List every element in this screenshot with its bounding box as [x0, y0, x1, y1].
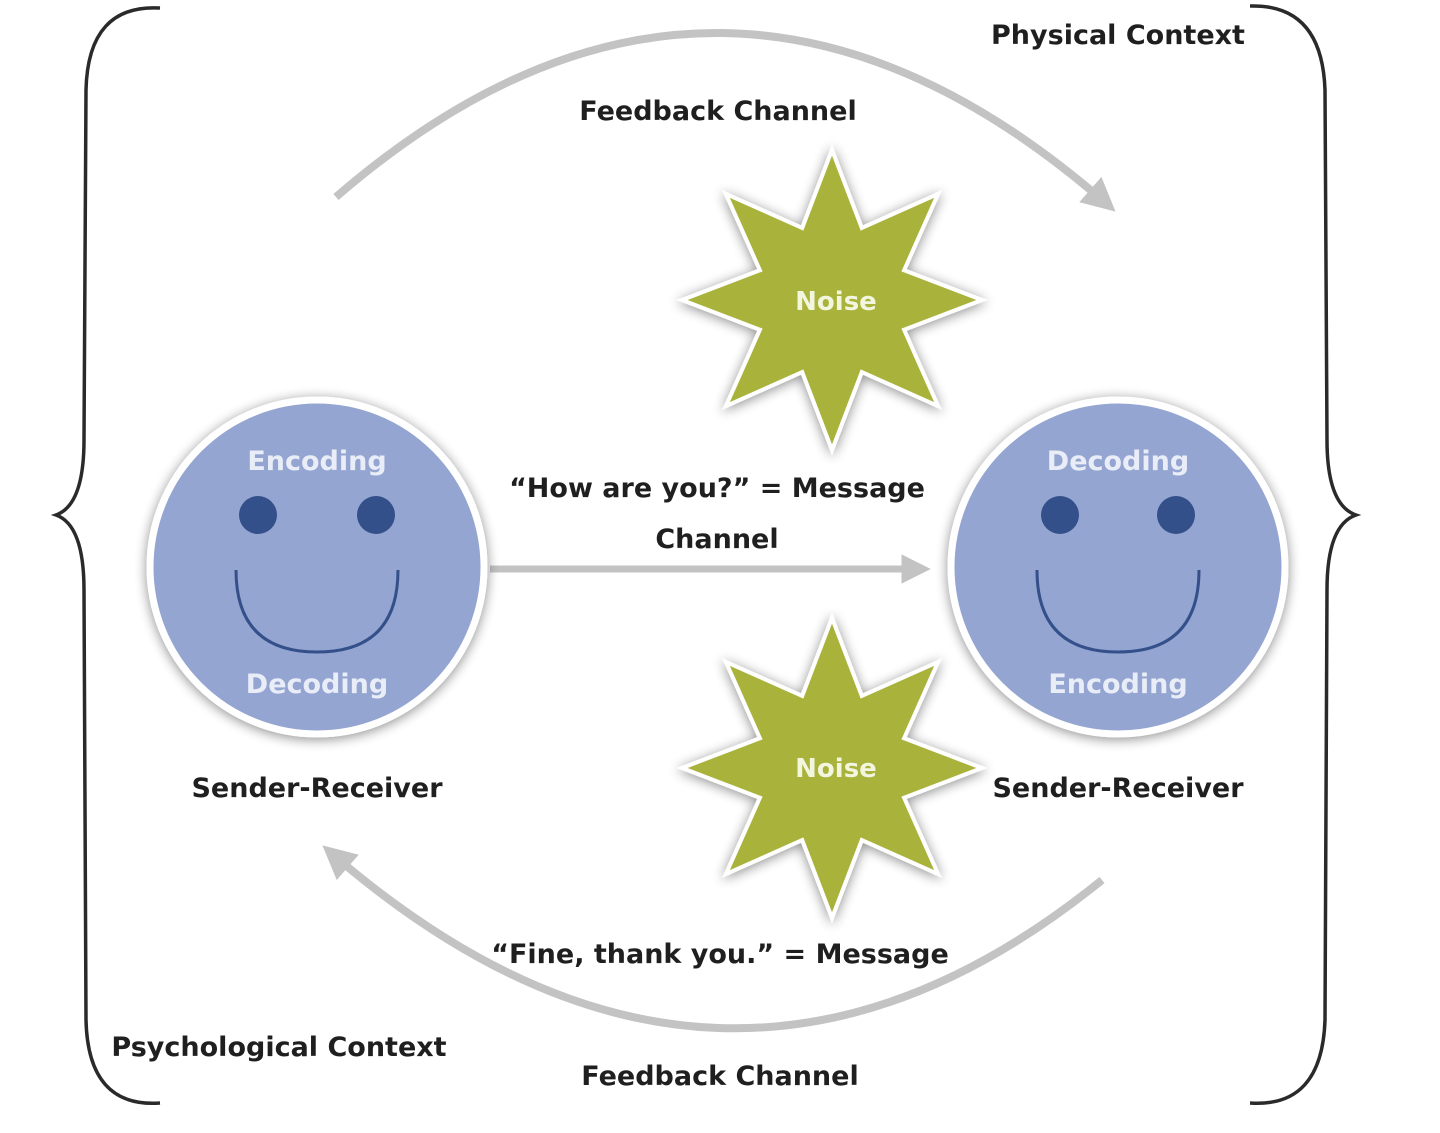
smile [1035, 569, 1201, 654]
noise-bottom-label: Noise [795, 754, 877, 784]
left-sender-receiver-face [146, 396, 488, 738]
left-eye [1041, 496, 1079, 534]
right-sender-receiver-caption: Sender-Receiver [992, 773, 1244, 804]
right-eye [1157, 496, 1195, 534]
left-face-bottom-label: Decoding [246, 669, 388, 700]
psychological-context-label: Psychological Context [111, 1032, 446, 1063]
right-eye [357, 496, 395, 534]
left-eye [239, 496, 277, 534]
physical-context-label: Physical Context [991, 20, 1245, 51]
left-context-bracket [50, 6, 161, 1105]
bottom-feedback-arrow [322, 845, 1105, 1033]
feedback-channel-top-label: Feedback Channel [579, 96, 856, 127]
noise-star-top [676, 144, 988, 456]
noise-top-label: Noise [795, 287, 877, 317]
right-context-bracket [1249, 4, 1362, 1105]
message-1-label: “How are you?” = Message [509, 473, 925, 504]
left-face-top-label: Encoding [247, 446, 386, 477]
noise-star-bottom [676, 612, 988, 924]
message-2-label: “Fine, thank you.” = Message [491, 939, 949, 970]
feedback-channel-bottom-label: Feedback Channel [581, 1061, 858, 1092]
right-face-bottom-label: Encoding [1048, 669, 1187, 700]
channel-label: Channel [655, 524, 778, 555]
right-face-top-label: Decoding [1047, 446, 1189, 477]
top-feedback-arrow [333, 29, 1116, 212]
smile [234, 569, 400, 654]
right-sender-receiver-face [947, 396, 1289, 738]
left-sender-receiver-caption: Sender-Receiver [191, 773, 443, 804]
